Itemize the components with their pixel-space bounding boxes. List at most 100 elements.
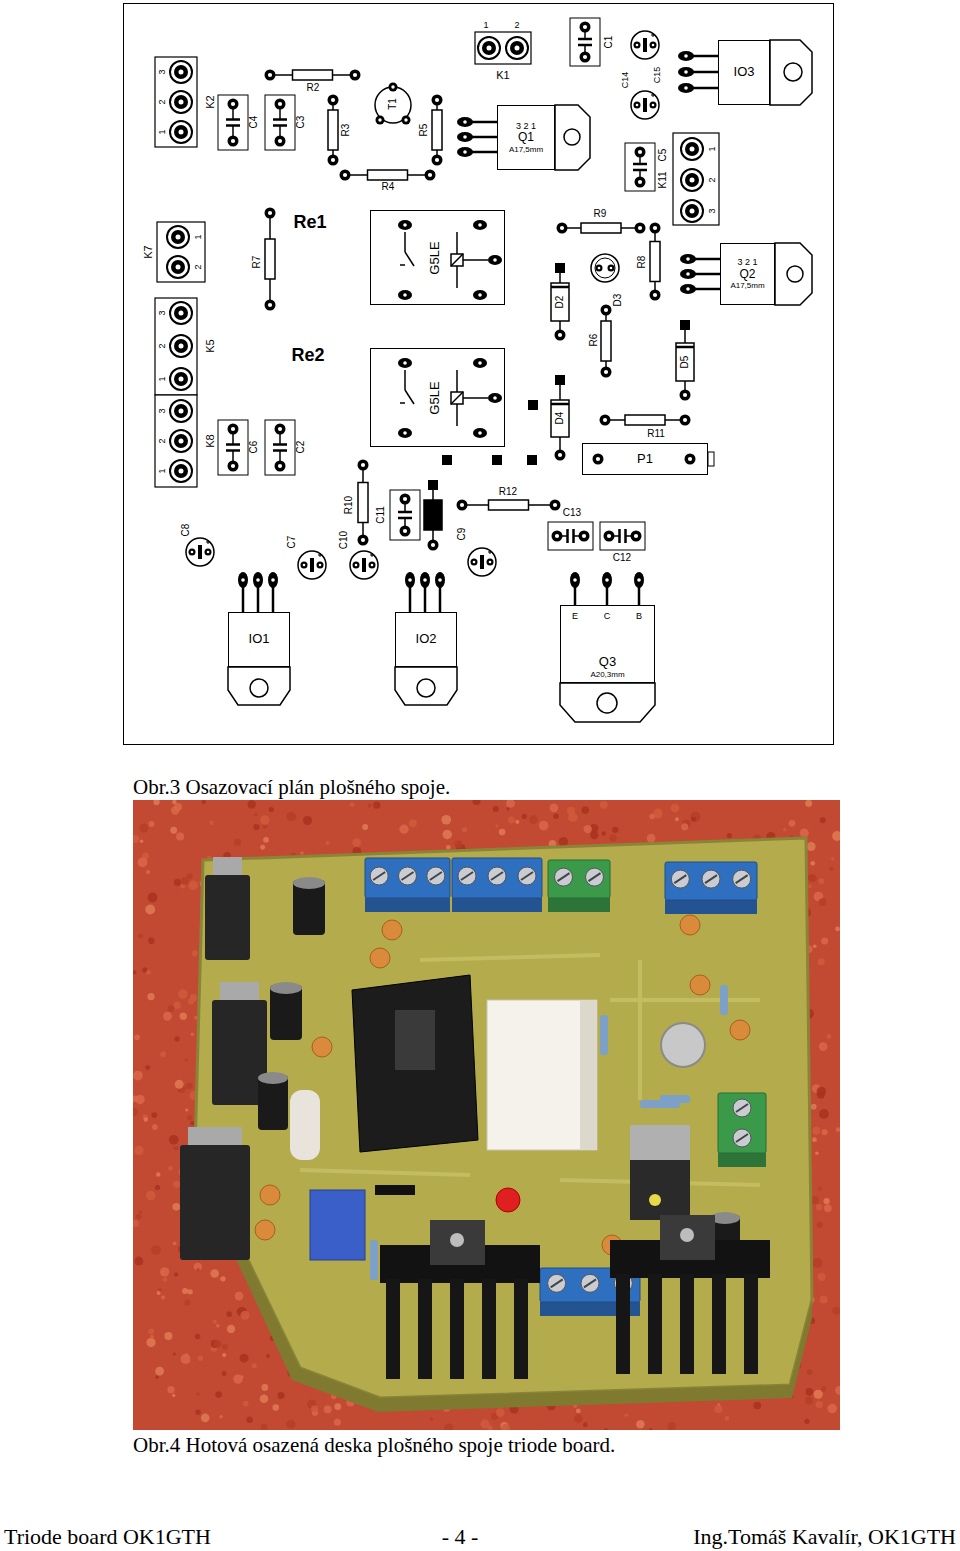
terminal-block [452,858,542,898]
pad-hole [684,54,688,58]
component-lead [424,503,442,506]
component-label: A17,5mm [509,145,543,154]
terminal-pad [482,41,496,55]
led-ring [595,258,615,278]
carpet-fiber [153,800,159,805]
pad-hole [460,503,464,507]
pad-hole [404,118,407,121]
heatsink-fin [482,1279,496,1379]
carpet-fiber [140,839,144,843]
screw-slot [558,873,570,881]
diode-body [676,343,694,381]
resistor-symbol [625,415,665,425]
part-label: D5 [680,356,690,369]
carpet-fiber [168,1005,175,1012]
pad-hole [391,85,394,88]
solder-pad [635,147,646,158]
carpet-fiber [134,1146,143,1155]
pad-hole [403,361,407,365]
solder-pad [328,155,339,166]
pad-hole [438,578,442,582]
terminal-screw [733,1129,751,1147]
terminal-pad [174,306,188,320]
solder-pad [432,155,443,166]
pad-hole [638,150,642,154]
pin-number: 2 [158,438,167,443]
component-label: A20,3mm [590,670,624,679]
carpet-fiber [612,827,618,833]
component-label: P1 [637,452,653,467]
pad-hole [489,561,492,564]
package-tab [395,667,457,705]
diode-body [551,400,569,437]
pcb-edge [190,1150,812,1412]
solder-pad [328,95,339,106]
carpet-fiber [260,815,270,825]
carpet-fiber [133,835,139,843]
pad-hole [268,73,272,77]
lead-pad [680,269,696,279]
carpet-fiber [671,804,680,813]
carpet-fiber [805,800,812,807]
carpet-fiber [604,1428,608,1430]
carpet-fiber [814,1390,823,1399]
pad-hole [605,578,609,582]
carpet-fiber [195,1334,200,1339]
carpet-fiber [146,970,151,975]
component-lead [405,390,414,404]
pad-hole [555,534,559,538]
carpet-fiber [783,828,787,832]
carpet-fiber [807,1370,813,1376]
terminal-outline [155,395,197,487]
carpet-fiber [334,1419,341,1426]
pad-hole [179,377,184,382]
carpet-fiber [717,1403,720,1406]
solder-pad [650,223,661,234]
pin-number: C [604,612,611,621]
carpet-fiber [600,801,608,809]
mounting-hole [250,679,268,697]
transistor-body: 3 2 1Q2A17,5mm [720,243,775,305]
regulator-body: IO3 [718,40,770,105]
transistor-body [660,1215,715,1260]
part-label: R9 [594,209,607,219]
component-lead [404,370,406,390]
carpet-fiber [164,1332,172,1340]
carpet-fiber [487,1425,492,1430]
figure-caption: Obr.4 Hotová osazená deska plošného spoj… [133,1435,615,1456]
solder-pad [457,500,468,511]
electrolytic-capacitor [186,538,214,566]
part-label: C9 [457,528,467,541]
pad-hole [652,104,655,107]
capacitor-outline [570,18,600,66]
part-label: D4 [555,412,565,425]
pin-number: 2 [514,21,519,30]
carpet-fiber [214,1340,222,1348]
carpet-fiber [823,1198,829,1204]
carpet-fiber [156,1172,161,1177]
carpet-fiber [446,845,451,850]
carpet-fiber [805,1397,813,1405]
terminal-pad [174,125,188,139]
carpet-fiber [815,1151,819,1155]
transistor-body: 3 2 1Q1A17,5mm [497,105,555,170]
square-pad [528,400,538,410]
carpet-fiber [506,807,509,810]
carpet-fiber [161,1295,165,1299]
terminal-screw [399,867,417,885]
carpet-fiber [134,1034,140,1040]
resistor-symbol [581,223,621,233]
carpet-fiber [409,819,417,827]
carpet-fiber [827,1404,836,1413]
carpet-fiber [234,839,241,846]
carpet-fiber [185,1108,188,1111]
component-lead [633,163,647,166]
screw-slot [373,872,385,880]
carpet-fiber [325,841,329,845]
part-label: C8 [181,524,191,537]
page-number: - 4 - [442,1526,479,1548]
page-footer: Ing.Tomáš Kavalír, OK1GTH [693,1526,956,1548]
electrolytic-capacitor [631,91,659,119]
pin-number: 2 [708,177,717,182]
component-lead [624,529,627,543]
